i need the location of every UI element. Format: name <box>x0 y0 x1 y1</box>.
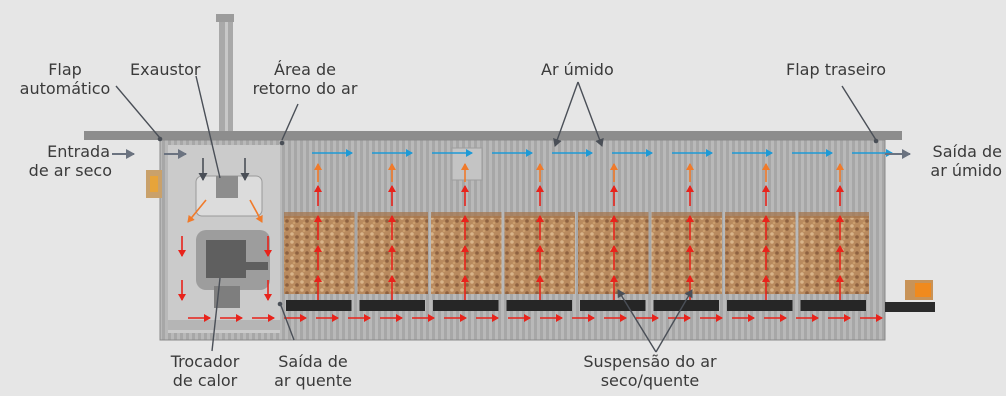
label-entrada-line1: Entrada <box>47 142 110 161</box>
grain-bin <box>725 216 796 294</box>
exit-conveyor <box>885 280 935 312</box>
label-area-retorno-line2: retorno do ar <box>252 79 358 98</box>
label-saida-quente-line1: Saída de <box>278 352 348 371</box>
roof <box>84 131 902 140</box>
floor-slat <box>286 300 352 311</box>
entry-box <box>146 170 162 198</box>
floor-slat <box>506 300 572 311</box>
label-ar-umido: Ar úmido <box>541 60 614 79</box>
grain-bin <box>798 216 869 294</box>
label-area-retorno: Área de retorno do ar <box>240 60 370 98</box>
transition-air-arrow <box>249 199 263 223</box>
label-suspensao-line1: Suspensão do ar <box>583 352 717 371</box>
transition-air-arrow <box>187 199 207 223</box>
floor-slat <box>433 300 499 311</box>
grain-bin-top <box>284 212 355 218</box>
grain-bin-top <box>798 212 869 218</box>
label-saida-ar-quente: Saída de ar quente <box>258 352 368 390</box>
floor-slat <box>580 300 646 311</box>
air-flow-arrows <box>178 149 893 322</box>
floor-slat <box>653 300 719 311</box>
label-flap-automatico-line1: Flap <box>48 60 82 79</box>
label-area-retorno-line1: Área de <box>274 60 336 79</box>
label-exaustor: Exaustor <box>130 60 201 79</box>
label-saida-umido-line1: Saída de <box>932 142 1002 161</box>
label-flap-automatico: Flap automático <box>0 60 130 98</box>
label-entrada-ar-seco: Entrada de ar seco <box>0 142 112 180</box>
grain-bin-top <box>725 212 796 218</box>
floor-slat <box>727 300 793 311</box>
label-trocador-line2: de calor <box>172 371 238 390</box>
label-trocador-calor: Trocador de calor <box>150 352 260 390</box>
leader-lines <box>115 75 877 353</box>
label-saida-quente-line2: ar quente <box>274 371 352 390</box>
grain-bin-top <box>651 212 722 218</box>
label-flap-automatico-line2: automático <box>19 79 111 98</box>
label-flap-traseiro: Flap traseiro <box>786 60 886 79</box>
grain-bin <box>651 216 722 294</box>
label-saida-umido-line2: ar úmido <box>930 161 1002 180</box>
label-suspensao-line2: seco/quente <box>600 371 700 390</box>
grain-bin <box>431 216 502 294</box>
floor-slat <box>800 300 866 311</box>
label-saida-ar-umido: Saída de ar úmido <box>900 142 1002 180</box>
grain-bin <box>284 216 355 294</box>
label-suspensao-ar: Suspensão do ar seco/quente <box>560 352 740 390</box>
floor-slat <box>359 300 425 311</box>
label-entrada-line2: de ar seco <box>28 161 112 180</box>
chimney <box>216 14 234 148</box>
floor-slats <box>286 300 866 311</box>
furnace-area <box>168 145 280 333</box>
label-trocador-line1: Trocador <box>170 352 240 371</box>
grain-bin-top <box>431 212 502 218</box>
